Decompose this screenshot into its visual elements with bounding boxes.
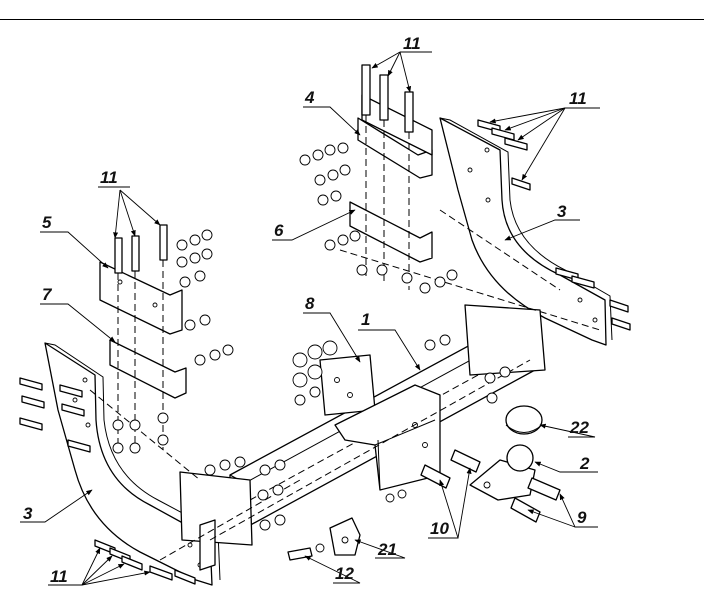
svg-text:22: 22 bbox=[569, 418, 589, 437]
svg-text:3: 3 bbox=[23, 504, 33, 523]
callout-21: 21 bbox=[354, 539, 406, 559]
callout-11-left: 11 bbox=[98, 168, 161, 239]
callout-12: 12 bbox=[304, 555, 361, 584]
tow-ball bbox=[469, 444, 536, 501]
svg-text:11: 11 bbox=[50, 567, 68, 586]
svg-text:8: 8 bbox=[305, 294, 315, 313]
side-bracket-right bbox=[439, 117, 613, 346]
svg-text:12: 12 bbox=[335, 564, 354, 583]
svg-text:11: 11 bbox=[403, 34, 421, 53]
callout-9: 9 bbox=[527, 493, 598, 528]
callout-22: 22 bbox=[539, 418, 596, 438]
tow-ball-cap bbox=[505, 405, 543, 435]
callout-5: 5 bbox=[40, 213, 109, 269]
svg-text:1: 1 bbox=[361, 310, 370, 329]
callout-11-top: 11 bbox=[371, 34, 432, 93]
callout-3-right: 3 bbox=[504, 202, 580, 241]
bracket-21 bbox=[329, 517, 361, 556]
svg-text:11: 11 bbox=[100, 168, 118, 187]
plate-7 bbox=[109, 339, 187, 399]
svg-text:2: 2 bbox=[579, 454, 590, 473]
svg-text:9: 9 bbox=[577, 508, 587, 527]
svg-text:3: 3 bbox=[557, 202, 567, 221]
callout-1: 1 bbox=[358, 310, 421, 371]
callout-4: 4 bbox=[303, 88, 361, 136]
svg-text:10: 10 bbox=[430, 519, 449, 538]
callout-10: 10 bbox=[428, 467, 472, 539]
center-neck bbox=[319, 354, 441, 491]
plate-6 bbox=[349, 201, 433, 263]
svg-text:4: 4 bbox=[304, 88, 315, 107]
svg-text:11: 11 bbox=[569, 89, 587, 108]
header-rule bbox=[0, 19, 704, 20]
callout-11-bottom: 11 bbox=[48, 547, 151, 586]
bolt-set bbox=[19, 64, 631, 585]
callout-2: 2 bbox=[534, 454, 598, 473]
callout-7: 7 bbox=[40, 285, 116, 343]
callout-3-left: 3 bbox=[20, 489, 93, 523]
svg-text:5: 5 bbox=[42, 213, 52, 232]
nut-washer-set bbox=[112, 142, 511, 553]
svg-text:21: 21 bbox=[377, 540, 397, 559]
plate-5 bbox=[99, 261, 183, 335]
callout-11-right: 11 bbox=[489, 89, 600, 181]
svg-text:6: 6 bbox=[274, 221, 284, 240]
callout-6: 6 bbox=[272, 209, 356, 241]
svg-text:7: 7 bbox=[42, 285, 53, 304]
callout-8: 8 bbox=[303, 294, 361, 363]
side-bracket-left bbox=[44, 342, 221, 586]
